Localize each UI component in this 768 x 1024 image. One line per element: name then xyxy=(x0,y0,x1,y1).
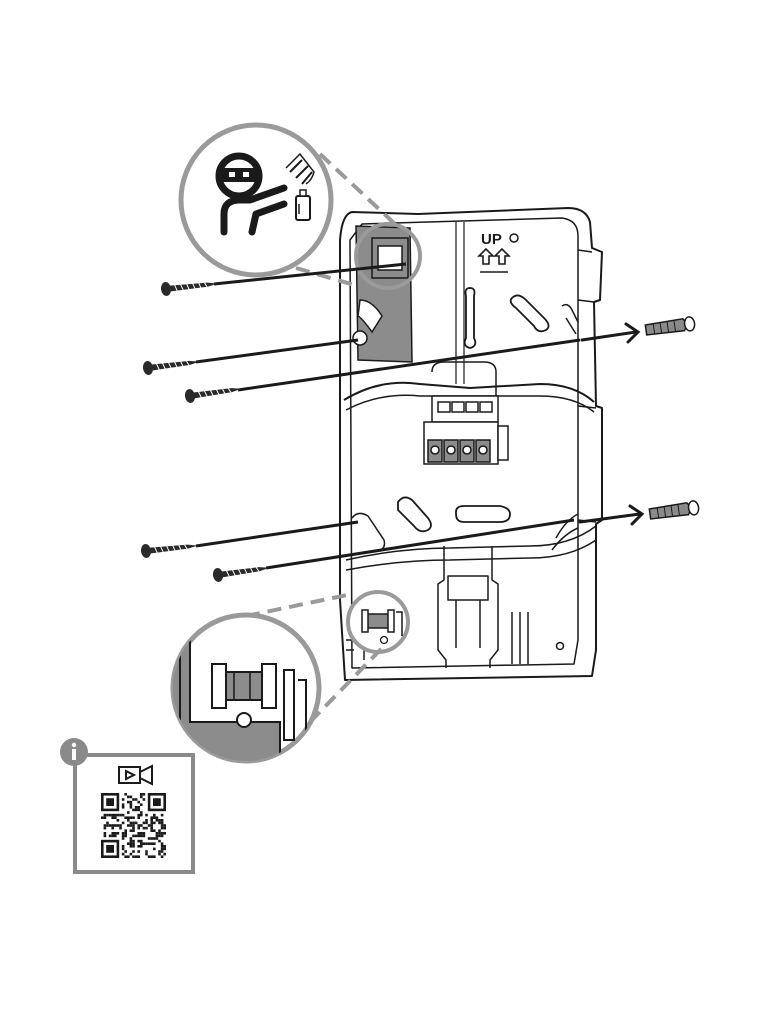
screw-5 xyxy=(211,560,271,584)
screws xyxy=(139,262,581,584)
up-marking: UP xyxy=(477,231,519,273)
tamper-clip-small xyxy=(346,590,410,654)
screw-2 xyxy=(141,354,201,377)
wall-plug-1 xyxy=(644,315,697,338)
thief-with-spray-can-icon xyxy=(215,152,315,236)
magnifier-connectors xyxy=(245,152,398,724)
screw-1 xyxy=(159,276,219,297)
tamper-magnifier xyxy=(178,122,334,278)
screw-3 xyxy=(183,381,243,405)
tamper-detail-small xyxy=(354,222,422,290)
video-info-box xyxy=(60,738,195,874)
plug-arrows xyxy=(578,322,645,526)
screw-4 xyxy=(139,538,199,559)
wall-plug-2 xyxy=(648,499,701,522)
up-arrows-icon xyxy=(477,247,511,273)
clip-magnifier xyxy=(170,612,322,764)
wall-plugs xyxy=(644,315,701,522)
mounting-plate xyxy=(339,207,603,681)
video-play-icon xyxy=(118,764,153,786)
grey-recess-upper xyxy=(352,225,413,363)
up-label: UP xyxy=(481,231,502,248)
info-icon xyxy=(60,738,88,766)
up-circle-icon xyxy=(509,233,519,243)
qr-code-icon[interactable] xyxy=(101,793,166,858)
terminal-block xyxy=(423,361,509,465)
